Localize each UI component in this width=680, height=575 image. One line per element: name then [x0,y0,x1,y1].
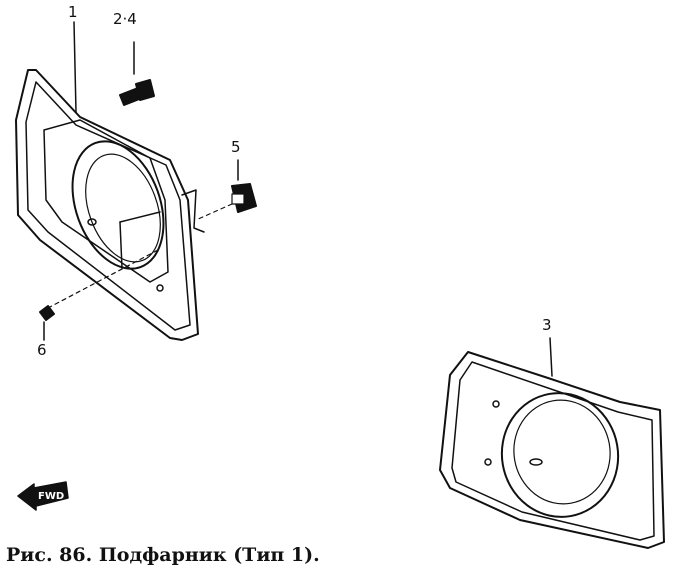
screw-part-6 [39,249,159,341]
figure-caption: Рис. 86. Подфарник (Тип 1). [6,544,320,566]
clip-nut-part-5 [195,159,257,221]
callout-part-5: 5 [231,138,241,156]
callout-part-1: 1 [68,3,78,21]
callout-part-2-4: 2·4 [113,10,137,28]
left-bezel-part-1 [15,69,205,341]
screw-part-2-4 [119,41,155,106]
leader-line-part-1 [73,21,77,113]
callout-part-3: 3 [542,316,552,334]
callout-part-6: 6 [37,341,47,359]
right-bezel-part-3 [439,337,665,549]
fwd-direction-arrow-icon: FWD [17,481,69,511]
fwd-label: FWD [38,491,64,502]
